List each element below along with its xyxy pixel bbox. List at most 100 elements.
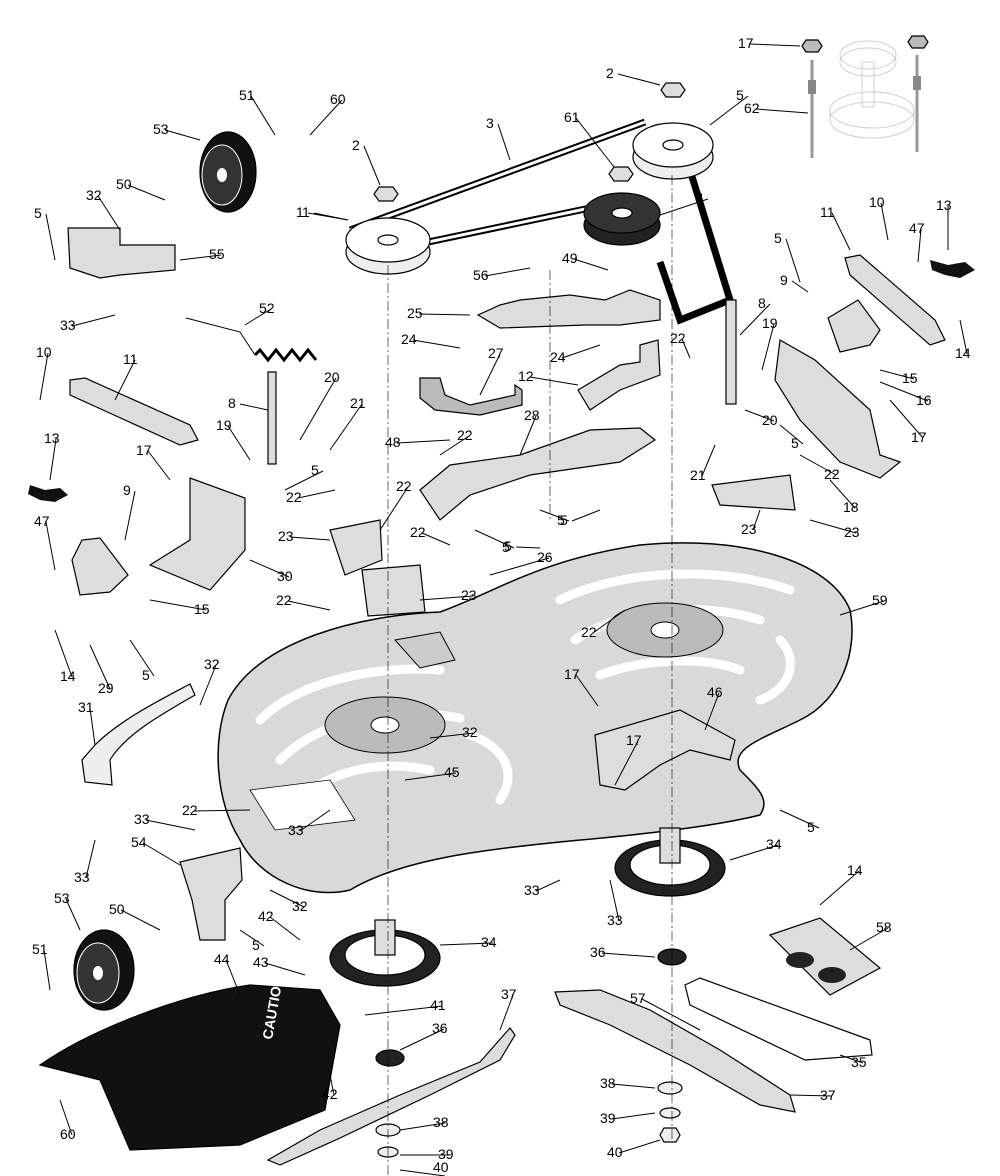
callout-c62: 5 [502, 539, 510, 555]
callout-c47: 17 [136, 442, 152, 458]
leader-line-c53 [297, 489, 336, 499]
callout-c15: 32 [86, 187, 102, 203]
rod-8-left [267, 371, 277, 465]
spindle-34-left [329, 919, 441, 987]
callout-c51: 5 [311, 462, 319, 478]
leader-line-c3 [497, 123, 511, 161]
callout-c78: 5 [142, 667, 150, 683]
callout-c118: 39 [438, 1146, 454, 1162]
leader-line-c54 [701, 444, 716, 477]
leader-line-c76 [54, 629, 73, 678]
leader-line-c73 [287, 600, 331, 611]
callout-c24: 11 [123, 351, 138, 367]
callout-c38: 12 [518, 368, 534, 384]
leader-line-c92 [142, 842, 181, 866]
leader-line-c55 [799, 454, 837, 476]
bracket-58 [768, 917, 882, 996]
callout-c65: 23 [741, 521, 757, 537]
callout-c28: 9 [780, 272, 788, 288]
callout-c109: 57 [630, 990, 646, 1006]
callout-c90: 33 [74, 869, 90, 885]
callout-c93: 32 [292, 898, 308, 914]
leader-line-c19 [244, 308, 272, 326]
leader-line-c18 [71, 314, 116, 327]
callout-c25: 5 [774, 230, 782, 246]
leader-line-c2 [363, 145, 381, 186]
leader-line-c38 [529, 376, 579, 386]
baffle-23c [711, 474, 796, 511]
leader-line-c34 [889, 399, 924, 439]
callout-c34: 17 [911, 429, 927, 445]
callout-c77: 29 [98, 680, 114, 696]
leader-line-c59 [779, 424, 804, 445]
plate-15-right [827, 299, 881, 353]
callout-c8: 2 [606, 65, 614, 81]
leader-line-c69 [515, 546, 541, 549]
callout-c55: 22 [824, 466, 840, 482]
callout-c3: 3 [486, 115, 494, 131]
callout-c19: 52 [259, 300, 275, 316]
callout-c84: 17 [626, 732, 642, 748]
leader-line-c31 [227, 425, 251, 461]
leader-line-c113 [611, 1083, 656, 1089]
leader-line-c99 [239, 929, 265, 947]
leader-line-c45 [761, 323, 775, 371]
leader-line-c84 [614, 740, 639, 786]
callout-c20: 25 [407, 305, 423, 321]
leader-line-c102 [819, 870, 860, 906]
callout-c101: 43 [253, 954, 269, 970]
callout-c68: 15 [194, 601, 210, 617]
callout-c12: 60 [330, 91, 346, 107]
callout-c71: 26 [537, 549, 553, 565]
leader-line-c6 [575, 117, 615, 168]
callout-c36: 27 [488, 345, 504, 361]
leader-line-c81 [704, 692, 720, 731]
callout-c83: 32 [462, 724, 478, 740]
leader-line-c12 [309, 99, 343, 136]
bracket-18 [774, 339, 902, 479]
leader-line-c17 [179, 254, 222, 261]
leader-line-c93 [269, 889, 305, 908]
leader-line-c61 [421, 532, 451, 546]
callout-c37: 24 [550, 349, 566, 365]
leader-line-c41 [831, 212, 851, 251]
callout-c27: 13 [936, 197, 952, 213]
leader-line-c106 [43, 949, 51, 991]
leader-line-c100 [439, 942, 494, 946]
callout-c106: 51 [32, 941, 48, 957]
leader-line-c5 [709, 95, 749, 126]
nut-2a [373, 186, 399, 202]
bracket-35 [684, 977, 873, 1061]
leader-line-c71 [489, 557, 550, 576]
leader-line-c16 [45, 213, 56, 261]
rod-8-right [725, 299, 737, 405]
callout-c79: 32 [204, 656, 220, 672]
callout-c46: 13 [44, 430, 60, 446]
reference-bolt-left [801, 39, 823, 158]
callout-c18: 33 [60, 317, 76, 333]
reference-bolt-right [907, 35, 929, 152]
leader-line-c44 [329, 403, 363, 451]
callout-c89: 5 [807, 819, 815, 835]
leader-line-c37 [561, 344, 601, 359]
callout-c23: 10 [36, 344, 52, 360]
leader-line-c107 [364, 1005, 443, 1016]
callout-c7: 1 [296, 204, 304, 220]
leader-line-c94 [535, 879, 561, 892]
callout-c88: 33 [288, 822, 304, 838]
bracket-55 [67, 227, 176, 279]
callout-c117: 39 [600, 1110, 616, 1126]
leader-line-c23 [39, 352, 49, 401]
callout-c45: 19 [762, 315, 778, 331]
leader-line-c21 [484, 267, 531, 277]
leader-line-c63 [539, 509, 570, 522]
callout-c2: 2 [352, 137, 360, 153]
callout-c111: 35 [851, 1054, 867, 1070]
callout-c97: 50 [109, 901, 125, 917]
callout-c72: 23 [461, 587, 477, 603]
callout-c6: 61 [564, 109, 580, 125]
leader-line-c28 [791, 280, 809, 293]
bracket-46 [594, 709, 736, 791]
callout-c60: 22 [396, 478, 412, 494]
